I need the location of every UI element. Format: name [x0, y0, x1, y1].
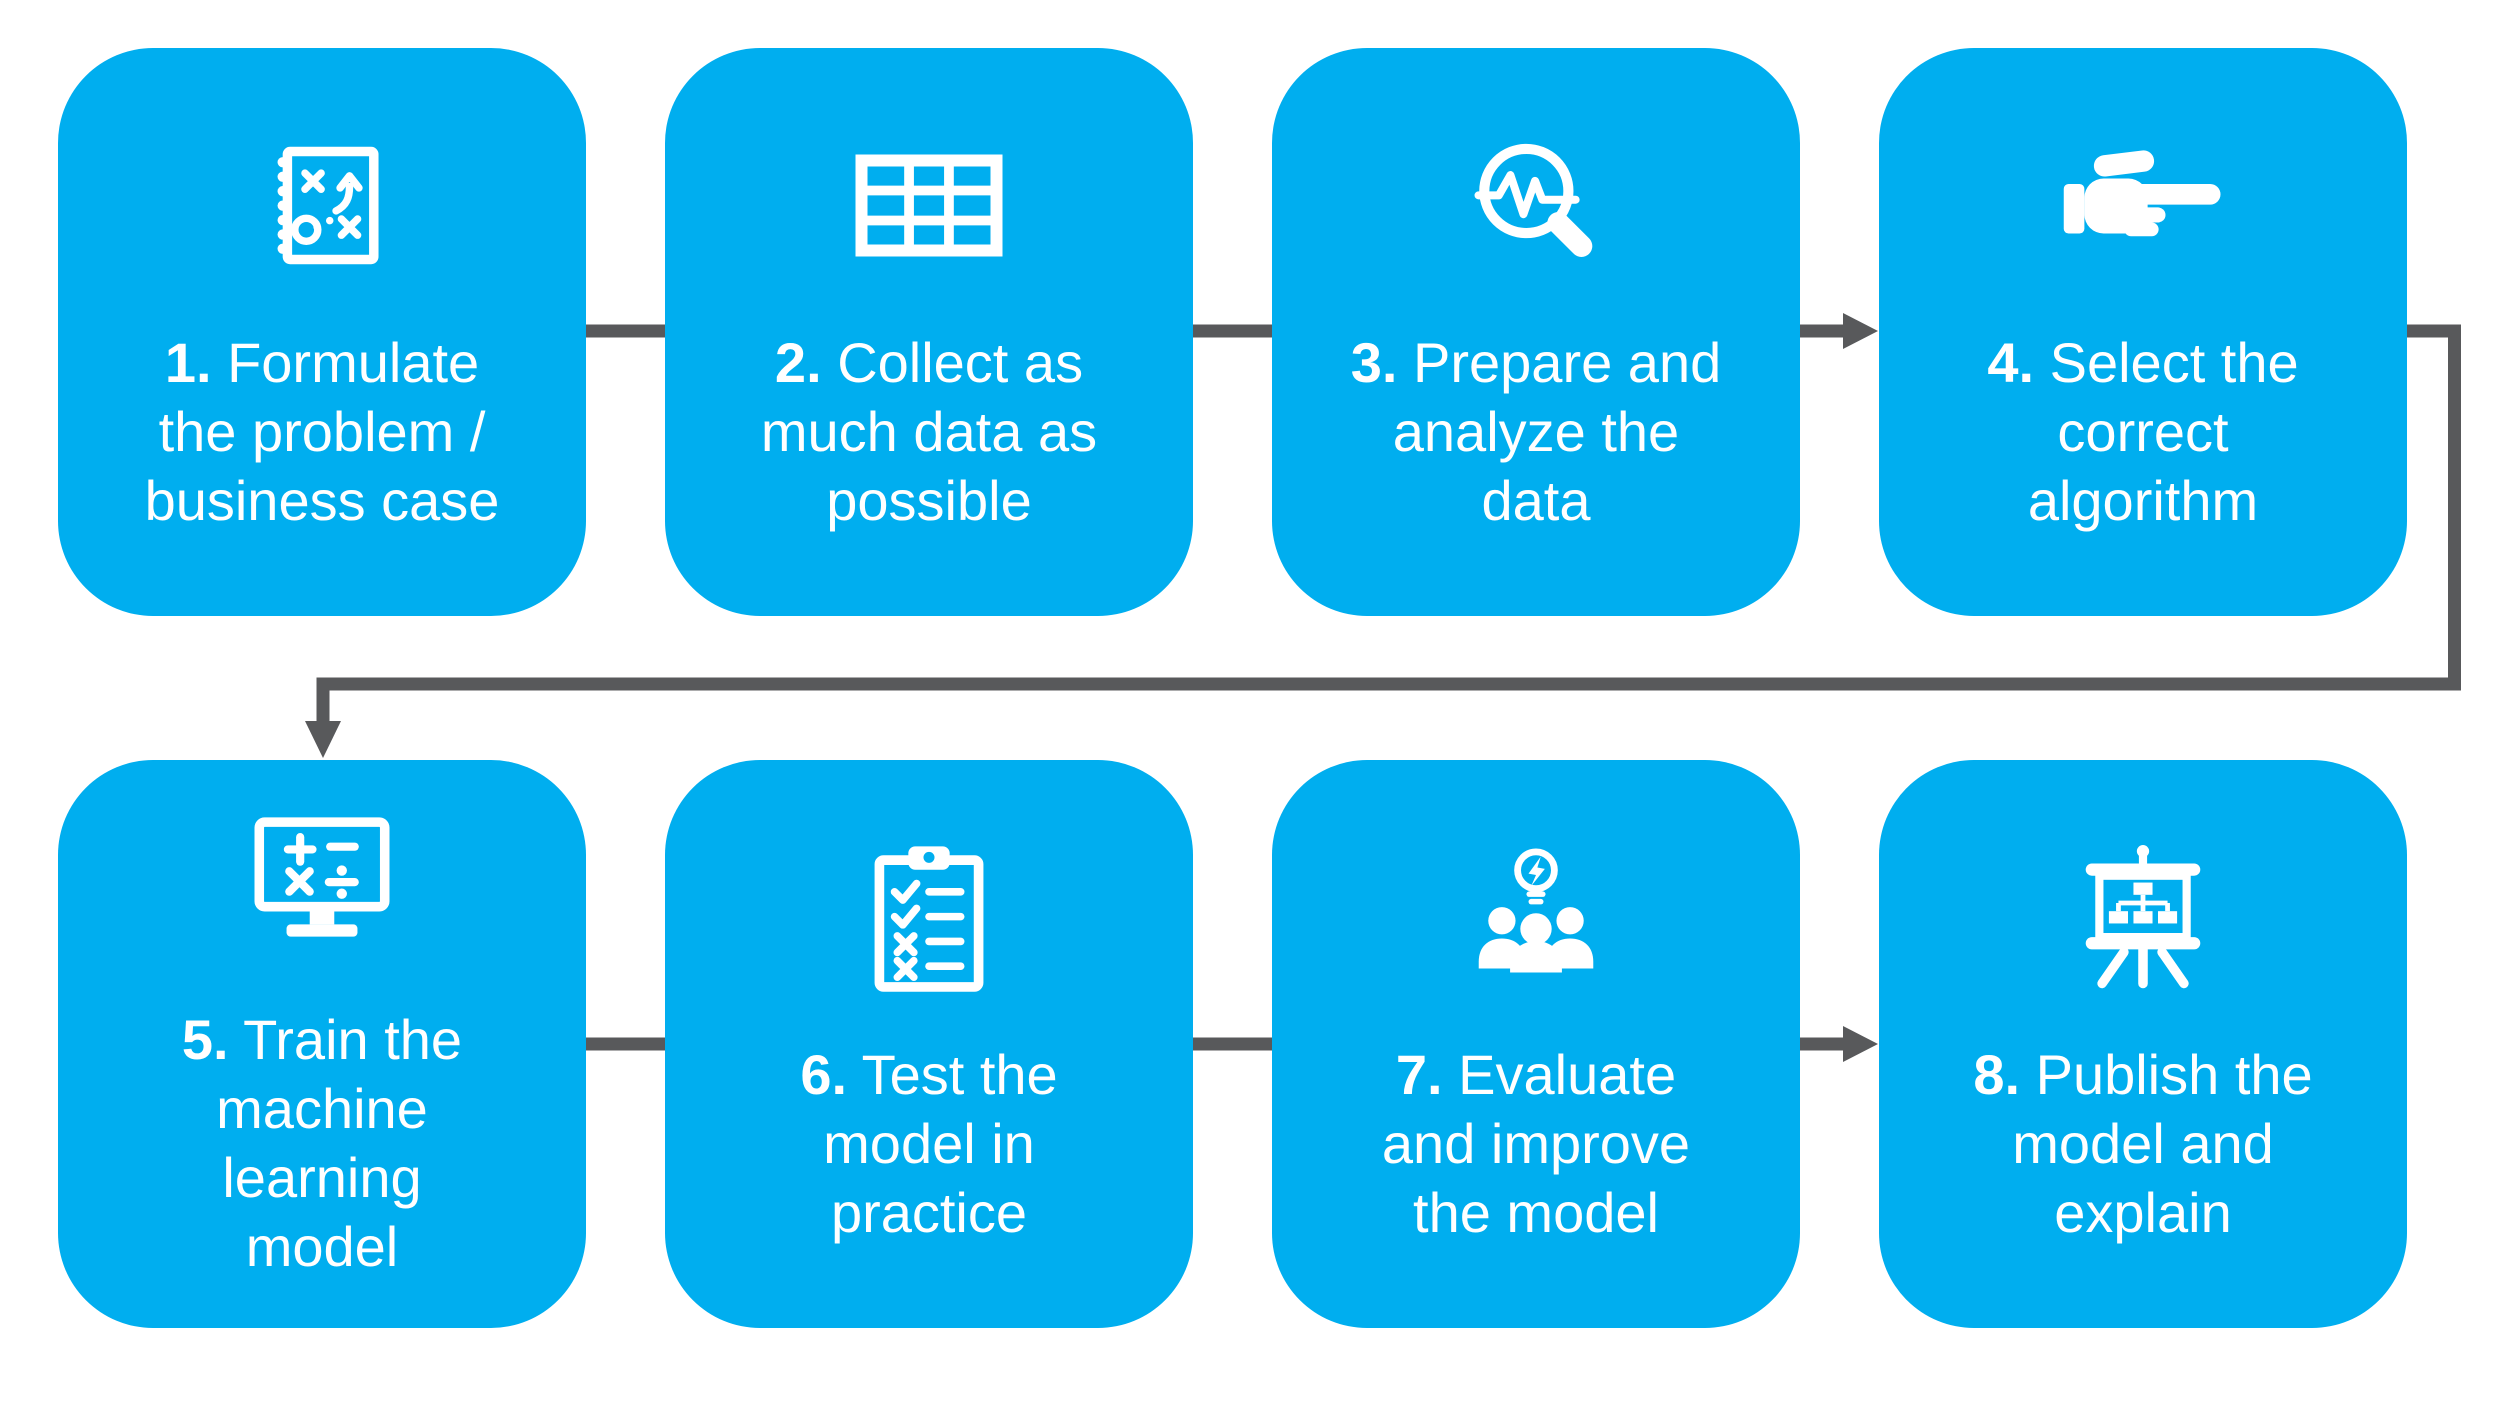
step-label-5: 5. Train the machine learning model	[181, 1008, 463, 1278]
step-box-4: 4. Select the correct algorithm	[1879, 48, 2407, 616]
step-box-8: 8. Publish the model and explain	[1879, 760, 2407, 1328]
step-label-3: 3. Prepare and analyze the data	[1350, 330, 1722, 532]
step-box-6: 6. Test the model in practice	[665, 760, 1193, 1328]
step-box-7: 7. Evaluate and improve the model	[1272, 760, 1800, 1328]
step-number: 4.	[1987, 330, 2035, 394]
team-idea-icon	[1461, 842, 1611, 994]
step-number: 7.	[1395, 1042, 1443, 1106]
presentation-easel-icon	[2068, 842, 2218, 994]
step-label-4: 4. Select the correct algorithm	[1987, 330, 2299, 532]
strategy-notebook-icon	[255, 130, 390, 282]
step-label-1: 1. Formulate the problem / business case	[144, 330, 500, 532]
data-table-icon	[854, 130, 1004, 282]
step-number: 6.	[800, 1042, 848, 1106]
step-number: 1.	[164, 330, 212, 394]
step-box-1: 1. Formulate the problem / business case	[58, 48, 586, 616]
arrow-7-8	[1800, 1026, 1878, 1062]
clipboard-checklist-icon	[867, 842, 991, 994]
step-box-5: 5. Train the machine learning model	[58, 760, 586, 1328]
pointing-hand-icon	[2061, 130, 2226, 282]
arrow-3-4	[1800, 313, 1878, 349]
step-number: 8.	[1973, 1042, 2021, 1106]
step-label-8: 8. Publish the model and explain	[1973, 1042, 2313, 1244]
step-label-7: 7. Evaluate and improve the model	[1381, 1042, 1691, 1244]
step-number: 2.	[774, 330, 822, 394]
step-box-3: 3. Prepare and analyze the data	[1272, 48, 1800, 616]
step-label-2: 2. Collect as much data as possible	[760, 330, 1098, 532]
magnifier-pulse-icon	[1464, 130, 1609, 282]
monitor-math-icon	[247, 807, 397, 959]
step-box-2: 2. Collect as much data as possible	[665, 48, 1193, 616]
step-number: 3.	[1350, 330, 1398, 394]
step-label-6: 6. Test the model in practice	[800, 1042, 1058, 1244]
step-number: 5.	[181, 1008, 229, 1071]
